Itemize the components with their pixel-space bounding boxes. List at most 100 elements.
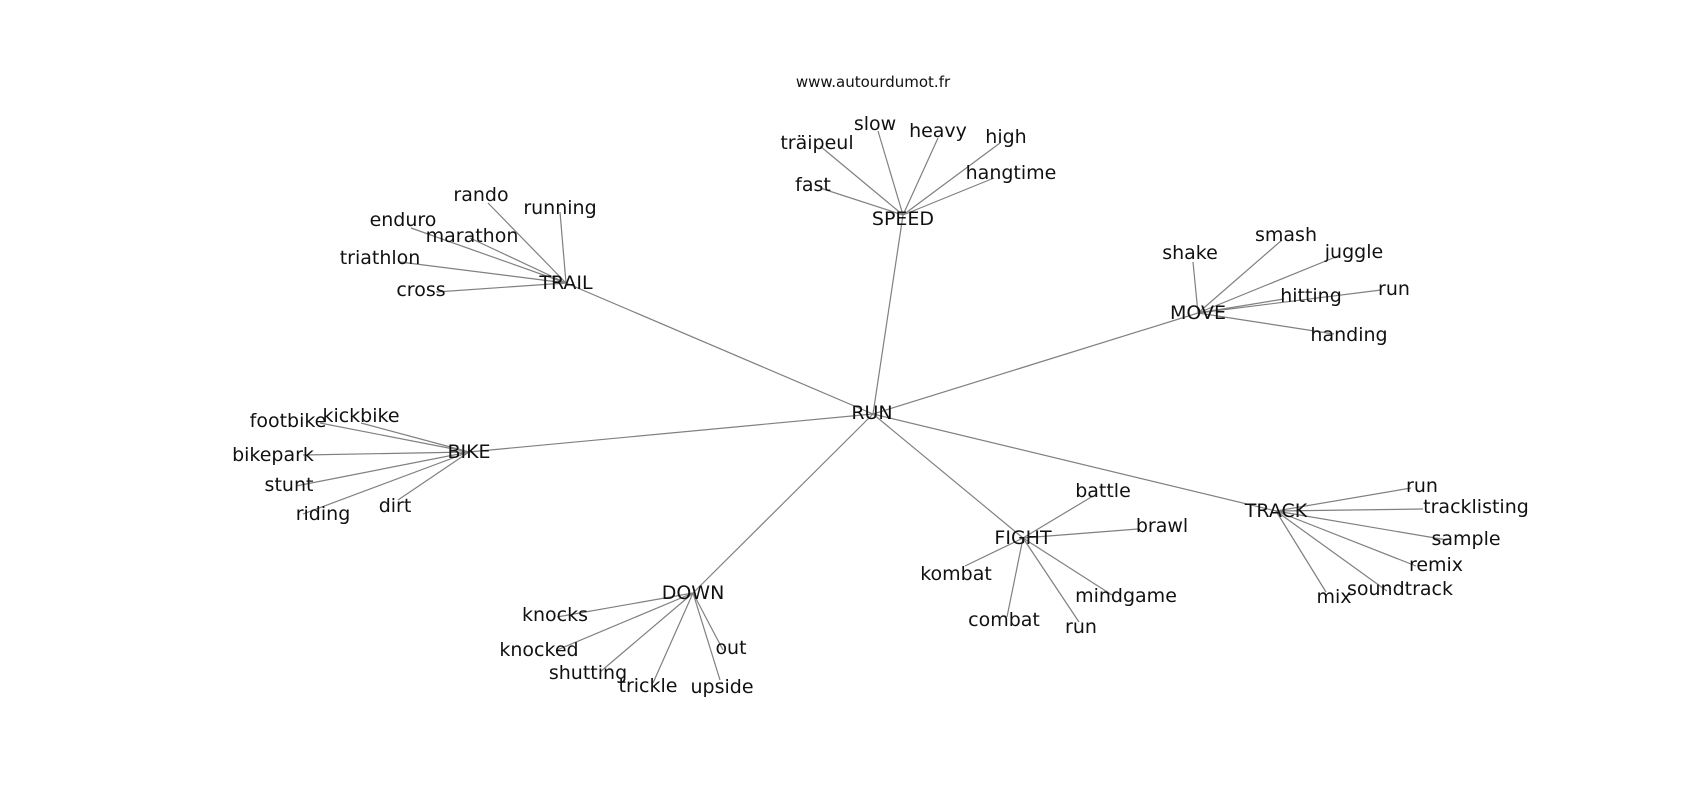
leaf-node-fight: brawl — [1136, 515, 1188, 537]
leaf-node-speed: fast — [795, 174, 831, 196]
edge-fight-4 — [1006, 537, 1024, 618]
leaf-node-bike: bikepark — [232, 444, 314, 466]
leaf-node-track: tracklisting — [1423, 496, 1529, 518]
edge-speed-5 — [902, 177, 995, 216]
leaf-node-fight: battle — [1075, 480, 1131, 502]
edge-down-4 — [692, 592, 721, 681]
leaf-node-fight: run — [1065, 616, 1097, 638]
hub-node-down: DOWN — [662, 582, 725, 604]
edge-center-trail — [565, 282, 874, 415]
edge-trail-2 — [410, 227, 567, 284]
leaf-node-down: trickle — [619, 675, 678, 697]
edge-bike-4 — [302, 451, 470, 515]
hub-node-trail: TRAIL — [538, 272, 593, 294]
edge-fight-1 — [1022, 528, 1139, 539]
edge-track-4 — [1275, 510, 1388, 592]
leaf-node-down: out — [715, 637, 746, 659]
leaf-node-speed: träipeul — [780, 132, 853, 154]
edge-bike-2 — [302, 451, 470, 456]
leaf-node-move: hitting — [1280, 285, 1342, 307]
leaf-node-fight: mindgame — [1075, 585, 1177, 607]
leaf-node-down: knocks — [522, 604, 588, 626]
edge-track-1 — [1275, 508, 1424, 512]
edge-track-5 — [1275, 510, 1327, 593]
leaf-node-move: smash — [1255, 224, 1317, 246]
hub-node-fight: FIGHT — [994, 527, 1052, 549]
leaf-node-speed: slow — [854, 113, 896, 135]
edge-bike-3 — [295, 451, 470, 487]
edge-down-0 — [556, 592, 694, 618]
node-labels: RUN TRAIL rando running enduromarathontriath… — [232, 113, 1529, 698]
edge-bike-0 — [319, 422, 470, 453]
edge-move-0 — [1192, 261, 1199, 314]
edge-center-track — [872, 413, 1277, 512]
hub-node-speed: SPEED — [872, 208, 934, 230]
edge-down-2 — [599, 592, 694, 673]
edge-track-3 — [1275, 510, 1417, 567]
leaf-node-trail: marathon — [426, 225, 519, 247]
edge-speed-3 — [819, 145, 904, 216]
leaf-node-trail: enduro — [370, 209, 437, 231]
leaf-node-down: upside — [690, 676, 753, 698]
leaf-node-track: remix — [1409, 554, 1463, 576]
edges — [295, 130, 1448, 684]
edge-center-bike — [468, 413, 874, 453]
leaf-node-trail: rando — [453, 184, 508, 206]
edge-track-0 — [1275, 487, 1412, 512]
edge-trail-0 — [487, 202, 567, 284]
leaf-node-track: sample — [1431, 528, 1500, 550]
leaf-node-bike: riding — [296, 503, 351, 525]
edge-speed-2 — [902, 142, 1001, 216]
edge-down-3 — [652, 592, 694, 684]
leaf-node-trail: cross — [396, 279, 445, 301]
edge-move-1 — [1197, 239, 1283, 314]
edge-trail-5 — [435, 282, 567, 293]
edge-speed-4 — [819, 187, 904, 216]
edge-center-move — [872, 312, 1199, 415]
center-node-label: RUN — [851, 402, 892, 424]
leaf-node-trail: triathlon — [340, 247, 421, 269]
edge-down-1 — [556, 592, 694, 651]
edge-fight-5 — [1022, 537, 1080, 623]
leaf-node-move: run — [1378, 278, 1410, 300]
edge-trail-3 — [469, 237, 567, 284]
hub-node-bike: BIKE — [447, 441, 490, 463]
leaf-node-track: mix — [1316, 586, 1351, 608]
leaf-node-speed: hangtime — [966, 162, 1057, 184]
leaf-node-track: run — [1406, 475, 1438, 497]
leaf-node-bike: kickbike — [322, 405, 399, 427]
leaf-node-bike: footbike — [250, 410, 327, 432]
hub-node-track: TRACK — [1244, 500, 1308, 522]
leaf-node-bike: stunt — [265, 474, 314, 496]
edge-bike-5 — [397, 451, 470, 501]
leaf-node-move: handing — [1310, 324, 1387, 346]
leaf-node-fight: combat — [968, 609, 1040, 631]
edge-fight-0 — [1022, 495, 1094, 539]
edge-track-2 — [1275, 510, 1448, 541]
source-url: www.autourdumot.fr — [796, 73, 951, 91]
edge-fight-3 — [1022, 537, 1113, 596]
edge-move-2 — [1197, 255, 1339, 314]
edge-speed-1 — [902, 137, 939, 216]
leaf-node-trail: running — [523, 197, 596, 219]
edge-down-5 — [692, 592, 724, 651]
leaf-node-fight: kombat — [920, 563, 992, 585]
leaf-node-move: shake — [1162, 242, 1218, 264]
edge-center-down — [692, 413, 874, 594]
leaf-node-speed: heavy — [909, 120, 967, 142]
leaf-node-track: soundtrack — [1347, 578, 1453, 600]
leaf-node-down: knocked — [499, 639, 578, 661]
edge-bike-1 — [360, 422, 470, 453]
edge-center-fight — [872, 413, 1024, 539]
leaf-node-down: shutting — [549, 662, 627, 684]
hub-node-move: MOVE — [1170, 302, 1226, 324]
edge-move-4 — [1197, 289, 1382, 314]
leaf-node-move: juggle — [1324, 241, 1383, 263]
edge-center-speed — [872, 214, 904, 415]
edge-trail-1 — [559, 211, 567, 284]
leaf-node-bike: dirt — [379, 495, 412, 517]
edge-fight-2 — [964, 537, 1024, 567]
edge-speed-0 — [877, 130, 904, 216]
leaf-node-speed: high — [985, 126, 1026, 148]
